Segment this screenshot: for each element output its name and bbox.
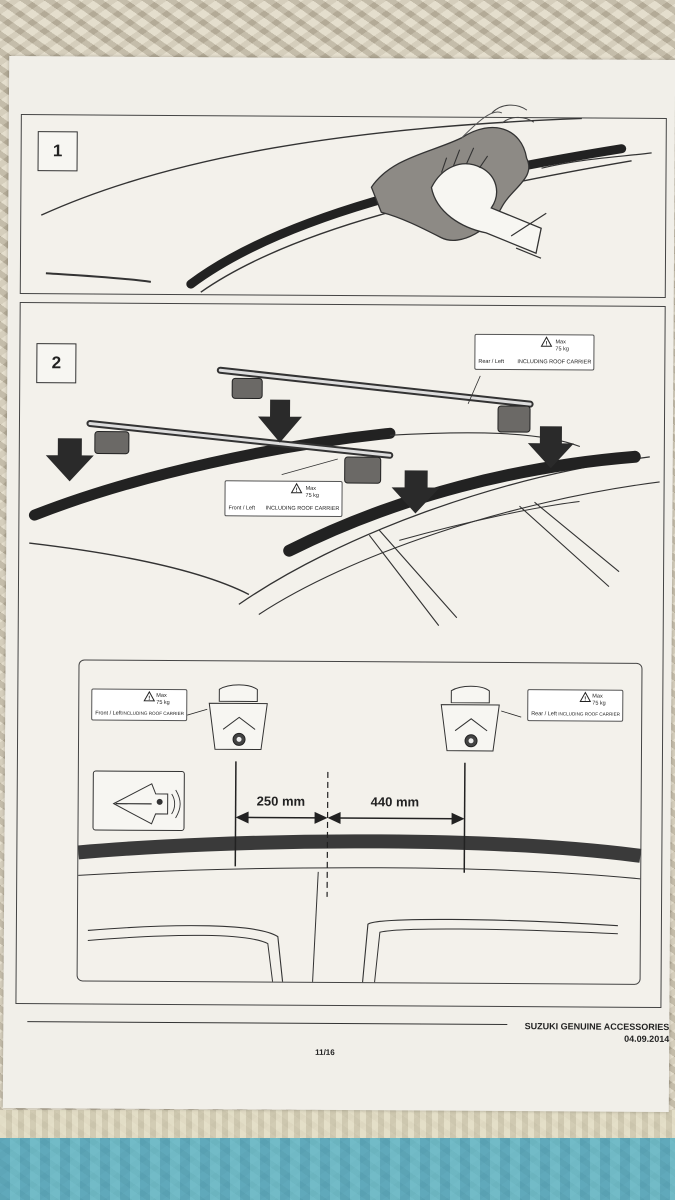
rear-foot-mount: [440, 685, 500, 752]
spacing-detail-box: 250 mm 440 mm ! Max 75 kg Front / Left I…: [76, 659, 643, 985]
warning-triangle-icon: !: [540, 336, 553, 347]
warning-triangle-icon: !: [143, 690, 156, 702]
warning-triangle-icon: !: [290, 482, 303, 494]
max-load-value: 75 kg: [592, 700, 606, 707]
rear-distance-label: 440 mm: [370, 794, 420, 810]
car-front-direction-icon: [112, 783, 181, 825]
max-load-text: Max: [555, 339, 566, 346]
down-arrow-icon: [391, 470, 440, 514]
including-text: INCLUDING ROOF CARRIER: [122, 710, 184, 716]
front-left-load-label: ! Max 75 kg Front / Left INCLUDING ROOF …: [224, 480, 343, 518]
max-load-text: Max: [156, 692, 167, 699]
rear-left-load-label: ! Max 75 kg Rear / Left INCLUDING ROOF C…: [474, 333, 595, 371]
step-2-illustration: [28, 366, 660, 626]
position-text: Front / Left: [95, 710, 122, 717]
position-text: Rear / Left: [531, 710, 557, 717]
including-text: INCLUDING ROOF CARRIER: [517, 358, 592, 366]
driving-direction-box: [92, 770, 185, 832]
rear-left-load-label-small: ! Max 75 kg Rear / Left INCLUDING ROOF C…: [527, 689, 624, 722]
position-text: Rear / Left: [478, 358, 505, 365]
warning-triangle-icon: !: [579, 691, 592, 703]
max-load-value: 75 kg: [156, 699, 170, 706]
max-load-value: 75 kg: [305, 492, 320, 499]
max-load-text: Max: [305, 485, 316, 492]
down-arrow-icon: [258, 399, 303, 443]
including-text: INCLUDING ROOF CARRIER: [558, 710, 620, 717]
svg-text:!: !: [545, 341, 547, 347]
step-1-illustration: [40, 104, 652, 293]
including-text: INCLUDING ROOF CARRIER: [265, 505, 340, 512]
step-1-panel: 1: [19, 104, 667, 298]
towel-background: [0, 1110, 675, 1200]
front-left-load-label-small: ! Max 75 kg Front / Left INCLUDING ROOF …: [91, 688, 188, 722]
instruction-sheet: 1 2: [2, 55, 675, 1113]
down-arrow-icon: [527, 426, 574, 469]
svg-text:!: !: [296, 488, 298, 494]
max-load-value: 75 kg: [555, 346, 569, 353]
footer-date: 04.09.2014: [624, 1033, 670, 1045]
down-arrow-icon: [45, 438, 94, 482]
front-distance-label: 250 mm: [256, 793, 306, 809]
svg-text:!: !: [584, 697, 586, 703]
step-2-panel: 2: [15, 302, 666, 1008]
svg-text:!: !: [148, 696, 150, 702]
page-number: 11/16: [315, 1047, 335, 1057]
position-text: Front / Left: [228, 504, 256, 511]
front-foot-mount: [208, 684, 268, 751]
max-load-text: Max: [592, 693, 603, 700]
footer-brand: SUZUKI GENUINE ACCESSORIES: [524, 1021, 670, 1033]
footer-rule: [27, 1021, 508, 1026]
spacing-detail-illustration: [77, 684, 642, 983]
